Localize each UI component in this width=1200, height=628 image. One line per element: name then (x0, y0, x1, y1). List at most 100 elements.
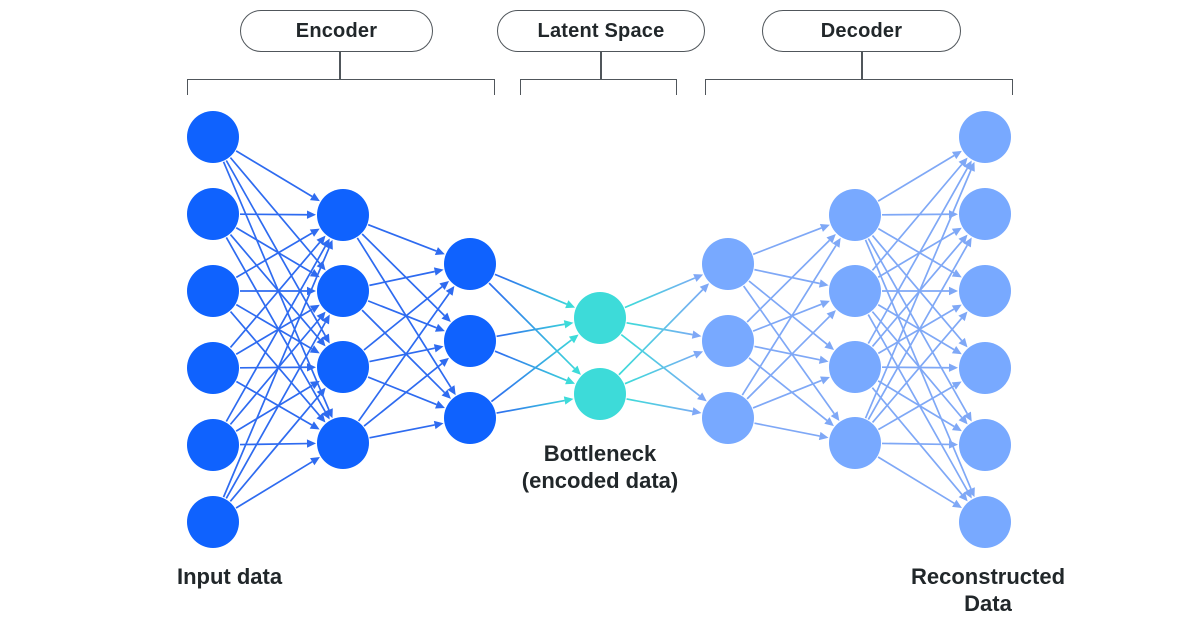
decoder-stem-line (861, 52, 863, 79)
arrowhead (958, 414, 968, 425)
node-output-2 (959, 188, 1011, 240)
edge-encoder-hidden-2-1-to-bottleneck-0 (496, 323, 565, 338)
node-decoder-hidden-1-1 (702, 238, 754, 290)
arrowhead (565, 300, 576, 309)
arrowhead (818, 431, 829, 441)
edge-decoder-hidden-2-0-to-output-1 (881, 213, 950, 216)
node-input-1 (187, 111, 239, 163)
arrowhead (439, 281, 450, 290)
arrowhead (439, 357, 449, 367)
input-data-caption: Input data (177, 564, 283, 589)
arrowhead (309, 228, 320, 237)
arrowhead (563, 320, 574, 329)
arrowhead (963, 411, 972, 422)
arrowhead (699, 283, 710, 293)
arrowhead (309, 345, 320, 354)
edge-decoder-hidden-1-0-to-decoder-hidden-2-2 (748, 280, 828, 345)
arrowhead (321, 409, 330, 420)
node-output-1 (959, 111, 1011, 163)
arrowhead (949, 286, 958, 296)
node-decoder-hidden-2-3 (829, 341, 881, 393)
latent-space-label: Latent Space (537, 19, 665, 42)
edge-encoder-hidden-1-1-to-encoder-hidden-2-0 (369, 270, 435, 287)
reconstructed-caption-line2: Data (964, 591, 1012, 616)
edge-decoder-hidden-1-2-to-decoder-hidden-2-2 (752, 379, 822, 409)
edge-decoder-hidden-1-1-to-decoder-hidden-2-2 (754, 345, 820, 361)
arrowhead (309, 380, 320, 390)
edge-encoder-hidden-1-2-to-encoder-hidden-2-2 (367, 376, 437, 406)
arrowhead (309, 192, 320, 202)
edge-decoder-hidden-2-0-to-output-0 (877, 154, 955, 202)
bottleneck-caption-line1: Bottleneck (543, 441, 657, 466)
node-input-2 (187, 188, 239, 240)
arrowhead (951, 150, 962, 160)
arrowhead (826, 310, 836, 320)
arrowhead (963, 488, 972, 499)
node-encoder-hidden-2-2 (444, 315, 496, 367)
edge-decoder-hidden-1-2-to-decoder-hidden-2-0 (741, 245, 837, 396)
arrowhead (433, 420, 444, 430)
arrowhead (958, 234, 968, 245)
latent-space-bracket (520, 79, 677, 95)
edge-decoder-hidden-1-2-to-decoder-hidden-2-1 (746, 315, 831, 400)
arrowhead (316, 311, 326, 322)
encoder-label-pill: Encoder (240, 10, 433, 52)
arrowhead (967, 161, 975, 172)
arrowhead (832, 237, 841, 248)
bottleneck-caption-line2: (encoded data) (521, 468, 679, 493)
encoder-stem-line (339, 52, 341, 79)
edge-decoder-hidden-2-2-to-output-3 (881, 366, 950, 369)
latent-space-stem-line (600, 52, 602, 79)
decoder-bracket (705, 79, 1013, 95)
arrowhead (819, 224, 830, 232)
arrowhead (321, 333, 330, 344)
arrowhead (568, 334, 579, 344)
edge-encoder-hidden-1-0-to-encoder-hidden-2-0 (367, 223, 437, 252)
edge-decoder-hidden-2-2-to-output-0 (867, 167, 969, 344)
edge-input-0-to-encoder-hidden-1-1 (229, 157, 321, 265)
node-decoder-hidden-2-2 (829, 265, 881, 317)
arrowhead (310, 457, 320, 466)
edge-input-3-to-encoder-hidden-1-3 (235, 380, 313, 426)
arrowhead (818, 279, 829, 288)
edge-decoder-hidden-2-3-to-output-3 (877, 385, 955, 431)
arrowhead (563, 396, 574, 405)
node-bottleneck-1 (574, 292, 626, 344)
node-encoder-hidden-1-3 (317, 341, 369, 393)
edge-decoder-hidden-2-0-to-output-4 (867, 238, 969, 415)
edge-input-4-to-encoder-hidden-1-3 (239, 442, 308, 446)
arrowhead (321, 314, 330, 325)
edge-encoder-hidden-2-2-to-bottleneck-0 (490, 339, 572, 403)
arrowhead (316, 336, 326, 347)
edge-decoder-hidden-2-0-to-output-5 (864, 239, 972, 490)
arrowhead (952, 499, 962, 508)
arrowhead (951, 381, 962, 390)
arrowhead (306, 363, 317, 372)
arrowhead (447, 385, 456, 396)
arrowhead (434, 247, 445, 255)
arrowhead (309, 421, 320, 430)
edge-bottleneck-0-to-decoder-hidden-1-0 (624, 277, 696, 309)
edge-input-1-to-encoder-hidden-1-0 (239, 213, 308, 216)
edge-input-4-to-encoder-hidden-1-1 (229, 317, 321, 425)
edge-encoder-hidden-1-1-to-encoder-hidden-2-2 (361, 309, 446, 394)
layer-encoder-hidden-2 (444, 238, 496, 444)
reconstructed-data-caption: Reconstructed Data (858, 563, 1118, 617)
edge-encoder-hidden-1-3-to-encoder-hidden-2-0 (357, 292, 450, 422)
edge-encoder-hidden-1-2-to-encoder-hidden-2-1 (369, 347, 435, 363)
arrowhead (441, 312, 451, 322)
edge-decoder-hidden-2-3-to-output-4 (881, 442, 950, 446)
arrowhead (951, 269, 962, 278)
edge-input-1-to-encoder-hidden-1-2 (229, 234, 321, 341)
edge-encoder-hidden-2-0-to-bottleneck-0 (494, 273, 568, 305)
node-decoder-hidden-2-1 (829, 189, 881, 241)
edge-input-3-to-encoder-hidden-1-2 (239, 366, 308, 369)
edge-input-5-to-encoder-hidden-1-2 (229, 394, 321, 502)
node-decoder-hidden-1-3 (702, 392, 754, 444)
layer-decoder-hidden-2 (829, 189, 881, 469)
arrowhead (309, 304, 320, 313)
edge-decoder-hidden-2-3-to-output-1 (867, 244, 968, 420)
node-input-5 (187, 419, 239, 471)
edge-input-0-to-encoder-hidden-1-2 (225, 160, 327, 337)
